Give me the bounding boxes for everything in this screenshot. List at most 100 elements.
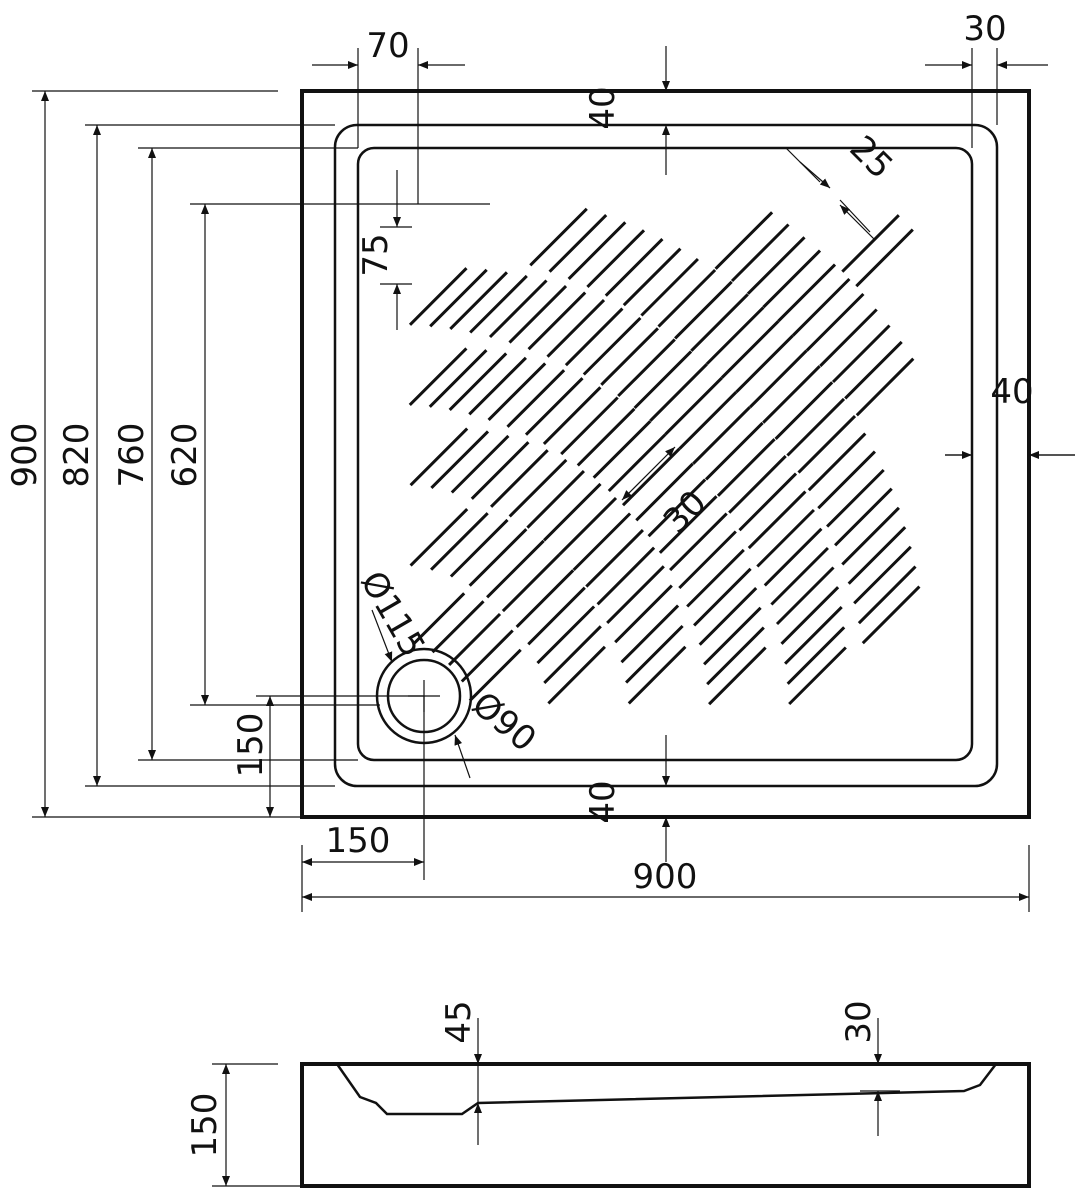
hatch-stroke [431, 600, 485, 654]
hatch-stroke [412, 592, 466, 646]
hatch-stroke [470, 441, 530, 500]
hatch-stroke [536, 605, 596, 665]
hatch-stroke [448, 352, 508, 411]
hatch-stroke [468, 648, 522, 702]
dim-900-height: 900 [5, 423, 45, 488]
hatch-stroke [686, 548, 745, 608]
hatch-stroke [664, 376, 723, 436]
hatch-stroke [468, 528, 528, 587]
hatch-stroke [430, 430, 490, 489]
hatch-stroke [669, 512, 728, 572]
dim-620: 620 [165, 423, 205, 488]
hatch-stroke [861, 585, 921, 645]
hatch-stroke [649, 363, 708, 422]
hatch-stroke [526, 470, 585, 529]
dim-760: 760 [112, 423, 152, 488]
dim-150-horizontal: 150 [326, 821, 391, 861]
hatch-stroke [449, 271, 508, 330]
hatch-stroke [692, 406, 751, 465]
hatch-stroke [558, 496, 618, 556]
hatch-stroke [469, 274, 528, 334]
dim-25-corner: 25 [842, 128, 901, 187]
section-dimension-lines [222, 1018, 882, 1186]
hatch-stroke [617, 338, 676, 398]
hatch-stroke [774, 381, 834, 440]
hatch-stroke [430, 512, 489, 571]
hatch-stroke [506, 369, 566, 428]
horizontal-dimensions [302, 61, 1075, 901]
hatch-stroke [542, 386, 602, 445]
hatch-stroke [762, 249, 822, 309]
hatch-stroke [826, 468, 885, 528]
dim-150-vertical: 150 [231, 713, 271, 778]
hatch-stroke [428, 349, 488, 408]
hatch-stroke [690, 293, 749, 352]
hatch-stroke [847, 526, 907, 585]
dim-30-top-right: 30 [963, 9, 1006, 49]
hatch-stroke [834, 487, 893, 547]
hatch-stroke [678, 530, 737, 590]
hatch-stroke [714, 211, 774, 270]
hatch-stroke [460, 629, 514, 683]
hatch-stroke [490, 449, 549, 508]
tray-basin-edge [356, 146, 974, 762]
hatch-stroke [819, 308, 878, 368]
hatch-stroke [841, 214, 900, 273]
hatch-stroke [746, 236, 806, 295]
hatch-stroke [716, 438, 776, 497]
hatch-stroke [857, 565, 917, 625]
hatch-stroke [572, 512, 632, 572]
hatch-stroke [542, 482, 602, 542]
hatch-stroke [657, 268, 717, 328]
vertical-dimensions [41, 46, 676, 862]
hatch-stroke [529, 207, 588, 267]
hatch-stroke [706, 626, 765, 686]
hatch-stroke [841, 506, 900, 566]
hatch-stroke [625, 624, 684, 684]
hatch-stroke [600, 327, 659, 386]
hatch-stroke [777, 263, 837, 323]
hatch-stroke [468, 356, 527, 416]
section-basin-profile [335, 1063, 997, 1116]
hatch-stroke [762, 365, 821, 424]
plan-view: 900 150 70 30 40 900 820 760 620 150 75 … [5, 9, 1075, 912]
hatch-stroke [408, 267, 468, 326]
hatch-stroke [408, 347, 468, 406]
dim-drain-115: Ø115 [352, 565, 432, 664]
hatch-stroke [788, 646, 847, 706]
hatch-stroke [604, 238, 664, 297]
hatch-stroke [775, 566, 835, 626]
hatch-stroke [678, 391, 738, 450]
hatch-stroke [705, 306, 765, 366]
hatch-stroke [855, 228, 914, 288]
hatch-stroke [543, 625, 602, 684]
hatch-stroke [585, 529, 644, 588]
hatch-stroke [622, 247, 682, 307]
hatch-stroke [708, 646, 767, 706]
section-outer-edge [300, 1062, 1031, 1188]
hatch-stroke [606, 565, 665, 624]
dim-section-30: 30 [839, 1000, 879, 1043]
hatch-stroke [586, 229, 646, 288]
dim-820: 820 [57, 423, 97, 488]
hatch-stroke [763, 527, 823, 587]
hatch-stroke [730, 223, 790, 283]
hatch-stroke [674, 280, 733, 340]
dim-75: 75 [356, 233, 396, 276]
hatch-stroke [409, 508, 469, 567]
hatch-stroke [546, 299, 606, 358]
section-dimension-labels: 150 45 30 [185, 1000, 879, 1157]
hatch-stroke [817, 450, 876, 510]
hatch-stroke [564, 307, 624, 367]
hatch-stroke [560, 396, 619, 456]
hatch-stroke [807, 432, 867, 492]
dim-section-150: 150 [185, 1093, 225, 1158]
anti-slip-hatch-pattern [408, 207, 921, 706]
hatch-stroke [735, 334, 794, 394]
hatch-stroke [786, 626, 846, 685]
hatch-stroke [486, 539, 545, 599]
hatch-stroke [576, 407, 636, 467]
hatch-stroke [488, 279, 548, 339]
dim-40-right: 40 [990, 372, 1033, 412]
hatch-stroke [614, 584, 673, 644]
